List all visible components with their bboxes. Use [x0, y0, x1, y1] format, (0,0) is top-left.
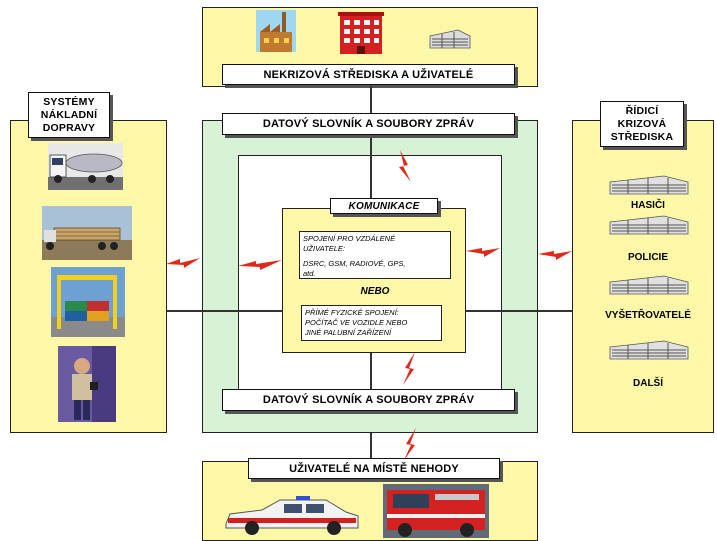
office-building-icon	[428, 28, 472, 50]
right-title-line-2: KRIZOVÁ	[617, 117, 667, 130]
communication-label: KOMUNIKACE	[330, 198, 438, 214]
or-label: NEBO	[360, 286, 390, 297]
log-truck-photo	[42, 206, 132, 260]
red-building-icon	[338, 10, 384, 54]
others-building-icon	[608, 340, 690, 360]
right-item-police: POLICIE	[627, 252, 668, 263]
remote-line-2: UŽIVATELE:	[303, 244, 345, 253]
connector-inner-right	[466, 310, 538, 312]
physical-line-1: PŘÍMÉ FYZICKÉ SPOJENÍ:	[305, 308, 399, 317]
left-title-line-2: NÁKLADNÍ	[40, 108, 98, 121]
worker-photo	[58, 346, 116, 422]
remote-line-1: SPOJENÍ PRO VZDÁLENÉ	[303, 234, 396, 243]
right-item-investigators: VYŠETŘOVATELÉ	[605, 310, 691, 321]
remote-line-4: atd.	[303, 269, 316, 278]
right-title-line-1: ŘÍDICÍ	[625, 104, 659, 117]
container-crane-photo	[51, 267, 125, 337]
left-title-line-1: SYSTÉMY	[43, 95, 95, 108]
physical-line-2: POČÍTAČ VE VOZIDLE NEBO	[305, 318, 408, 327]
connector-inner-left	[202, 310, 282, 312]
right-item-firefighters: HASIČI	[631, 200, 665, 211]
top-box-label: NEKRIZOVÁ STŘEDISKA A UŽIVATELÉ	[222, 64, 515, 85]
connector-top	[370, 86, 372, 120]
right-item-others: DALŠÍ	[633, 378, 663, 389]
lightning-arrow-bottom-outer	[404, 428, 416, 460]
remote-connection-note: SPOJENÍ PRO VZDÁLENÉ UŽIVATELE: DSRC, GS…	[299, 231, 451, 279]
dictionary-top-label: DATOVÝ SLOVNÍK A SOUBORY ZPRÁV	[222, 113, 515, 135]
left-title-line-3: DOPRAVY	[42, 121, 96, 134]
tanker-truck-photo	[48, 143, 123, 190]
physical-connection-note: PŘÍMÉ FYZICKÉ SPOJENÍ: POČÍTAČ VE VOZIDL…	[301, 305, 442, 341]
factory-icon	[256, 10, 296, 52]
lightning-arrow-left	[166, 258, 200, 268]
right-title-line-3: STŘEDISKA	[610, 130, 674, 143]
connector-bottom	[370, 433, 372, 461]
connector-inner-bottom	[370, 352, 372, 392]
police-building-icon	[608, 215, 690, 235]
fire-truck-icon	[383, 484, 489, 538]
connector-right	[538, 310, 572, 312]
lightning-arrow-top	[399, 150, 411, 182]
lightning-arrow-bottom	[403, 352, 415, 385]
fire-station-building-icon	[608, 175, 690, 195]
police-car-icon	[222, 494, 362, 538]
investigators-building-icon	[608, 275, 690, 295]
lightning-arrow-inner-left	[238, 260, 282, 270]
physical-line-3: JINÉ PALUBNÍ ZAŘÍZENÍ	[305, 328, 392, 337]
lightning-arrow-inner-right	[466, 248, 500, 257]
bottom-box-label: UŽIVATELÉ NA MÍSTĚ NEHODY	[248, 458, 500, 479]
left-panel-title: SYSTÉMY NÁKLADNÍ DOPRAVY	[28, 92, 110, 138]
connector-left	[167, 310, 202, 312]
connector-inner-top	[370, 133, 372, 208]
right-panel-title: ŘÍDICÍ KRIZOVÁ STŘEDISKA	[600, 101, 684, 147]
right-panel	[572, 120, 714, 433]
dictionary-bottom-label: DATOVÝ SLOVNÍK A SOUBORY ZPRÁV	[222, 389, 515, 411]
lightning-arrow-right	[538, 251, 572, 260]
remote-line-3: DSRC, GSM, RADIOVÉ, GPS,	[303, 259, 406, 268]
